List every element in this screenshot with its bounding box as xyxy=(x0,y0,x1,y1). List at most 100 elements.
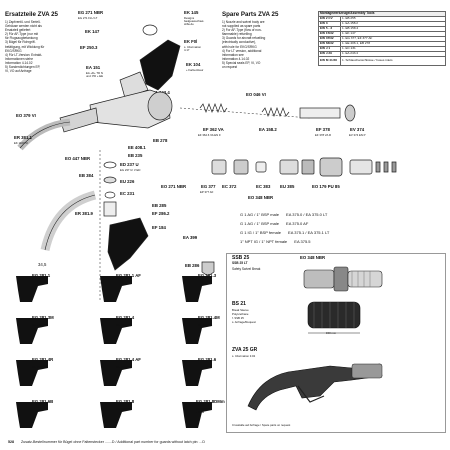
label-eb235: EB 235 xyxy=(128,153,143,158)
label-eu385: EU 385 xyxy=(280,184,295,189)
intro-de-line: betätigung, mit Wicklung für xyxy=(5,44,45,49)
guard-item: EG 281.8DMm M - Magnet + Seal xyxy=(172,394,228,434)
guard-shape-icon xyxy=(182,402,212,428)
curved-spout-shape xyxy=(40,190,97,252)
label-ef378-sub: EF 378 VA R xyxy=(315,133,331,137)
callout-ef250: EF 250.3 xyxy=(80,45,98,50)
intro-en-line: (electrically conductive), xyxy=(222,40,257,45)
intro-de-line: Information 4.14.02 xyxy=(5,60,33,65)
ssb-illustration xyxy=(303,266,383,292)
guard-sublabel: M - Magnet xyxy=(116,365,131,369)
guard-label: EG 281.6B xyxy=(32,399,54,404)
guard-item: EG 281.4 M - Magnet xyxy=(88,310,158,350)
ssb-subtitle: SSB 25 LT xyxy=(232,261,248,265)
intro-de-line: für Flugsaugbetankung xyxy=(5,36,38,41)
intro-de-line: 2) Für AF-Type (nur mit xyxy=(5,32,38,37)
guard-label: EG 281.8 xyxy=(116,399,135,404)
label-eb278: EB 278 xyxy=(153,138,168,143)
label-ef286: EF 286.2 xyxy=(152,211,170,216)
guard-label: EG 281.4R xyxy=(32,357,54,362)
guard-item: EG 281.3M M - Magnet xyxy=(4,310,74,350)
intro-en-line: 3) Guards for aircraft refuelling xyxy=(222,36,266,41)
label-ec383: EC 383 xyxy=(256,184,271,189)
curved-spout-outline-shape xyxy=(44,194,96,251)
label-eb285: EB 285 xyxy=(152,203,167,208)
guard-label: EG 281.1 AF xyxy=(116,273,141,278)
thread-variant-row: 1" NPT IG / 1" NPT female EA 375.5 xyxy=(240,239,311,244)
callout-ekf0l-sub: s. Information 4.17 xyxy=(184,45,201,52)
intro-en-line: information 4.14.02 xyxy=(222,56,250,61)
fitting-6-shape xyxy=(319,157,343,177)
label-ev374: EV 374 xyxy=(350,127,365,132)
guard-label: EG 281.4M xyxy=(198,315,220,320)
callout-ek104: EK 104 xyxy=(186,62,201,67)
intro-en-line: on request xyxy=(222,65,238,70)
crossover-note: Crosstalle auf Anfrage / Spare parts on … xyxy=(232,423,291,427)
guard-shape-icon xyxy=(182,276,212,302)
label-eg237: EG 237 U/ V ED xyxy=(120,168,141,172)
label-ee408: EE 408.1 xyxy=(128,145,146,150)
callout-ek147: EK 147 xyxy=(85,29,100,34)
guard-label: EG 281.3M xyxy=(32,315,54,320)
bs-illustration xyxy=(307,301,361,334)
guard-item: EG 281.4R M - Magnet xyxy=(4,352,74,392)
guard-label: EG 281.3 xyxy=(198,273,217,278)
label-er381-1: ER 381.1 xyxy=(14,135,32,140)
zva-subtitle: s. Information 3.02 xyxy=(232,354,256,358)
intro-en-line: 5) Special seals EP, VI, VO xyxy=(222,60,261,65)
intro-de-line: Informationen siehe xyxy=(5,56,33,61)
label-eo348: EO 348 NBR xyxy=(248,195,274,200)
guard-label: EG 281.1 xyxy=(32,273,51,278)
guard-sublabel: M - Magnet xyxy=(116,323,131,327)
label-eb384: EB 384 xyxy=(79,173,94,178)
zva-illustration xyxy=(247,363,383,411)
intro-de-line: Gehäuse werden nicht als xyxy=(5,24,42,29)
callout-ea151: EA 151 xyxy=(86,65,101,70)
spout-shape xyxy=(59,107,99,133)
callout-eg271: EG 271 NBR xyxy=(78,10,104,15)
intro-en-line: information see xyxy=(222,52,244,57)
clip-part-shape xyxy=(119,71,149,99)
label-er381-9: ER 381.9 xyxy=(75,211,93,216)
callout-ea151-sub: EA +D+ TD N und: PD + EE xyxy=(86,71,104,78)
label-ec372: EC 372 xyxy=(222,184,237,189)
guard-sublabel: M - Magnet xyxy=(32,323,47,327)
guard-item: EG 281.4 AF M - Magnet xyxy=(88,352,158,392)
fitting-4-shape xyxy=(279,159,299,175)
guard-item: EG 281.1 AF xyxy=(88,268,158,308)
label-ed237: ED 237 U xyxy=(120,162,139,167)
ring-2-shape xyxy=(103,176,117,184)
label-ec231: EC 231 xyxy=(120,191,135,196)
fitting-3-shape xyxy=(255,161,267,173)
label-ef362-sub: EF 362.6 VA EN 9 xyxy=(198,133,221,137)
intro-en-line: 1) Nozzle and swivel body are xyxy=(222,20,265,24)
guard-shape-icon xyxy=(100,276,132,302)
guard-shape-icon xyxy=(100,318,132,344)
ring-1-shape xyxy=(103,161,117,169)
guard-label: EG 281.8DMm xyxy=(196,399,225,404)
label-ep377af: EP 377 AF xyxy=(200,190,214,194)
spout-pipe-outline-shape xyxy=(19,121,71,149)
intro-de-line: 4) Für LT-Version: Extrakt- xyxy=(5,52,43,57)
intro-en-line: with hole for EKG/SRKG xyxy=(222,44,257,49)
label-eo447: EO 447 NBR xyxy=(65,156,91,161)
guard-sublabel: M - Magnet xyxy=(198,323,213,327)
guard-label: EG 281.6 xyxy=(198,357,217,362)
thread-variant-row: G 1 AG / 1" BSP male EA 375.0 / EA 375.0… xyxy=(240,212,328,217)
bs-line: Break Sleeve xyxy=(232,308,249,312)
guard-shape-icon xyxy=(16,276,48,302)
bs-line: f. SSB 25 xyxy=(232,316,244,320)
shaft-cap-shape xyxy=(344,104,356,122)
bs-line: s. Anfrage/Request xyxy=(232,320,256,324)
intro-de-line: VI, VO auf Anfrage xyxy=(5,69,32,74)
intro-en-line: 2) For AF-Type (flow of non- xyxy=(222,28,262,33)
label-ev374-sub: EV 374 EN P xyxy=(349,133,366,137)
label-eo271: EO 271 NBR xyxy=(161,184,187,189)
fitting-2-shape xyxy=(233,159,249,175)
label-ef378: EF 378 xyxy=(316,127,330,132)
spring-2-shape xyxy=(261,107,290,117)
callout-ekf0l: EK F0l xyxy=(184,39,198,44)
ring-sleeve-shape xyxy=(103,201,117,217)
label-eo179: EO 179 PU 85 xyxy=(312,184,340,189)
